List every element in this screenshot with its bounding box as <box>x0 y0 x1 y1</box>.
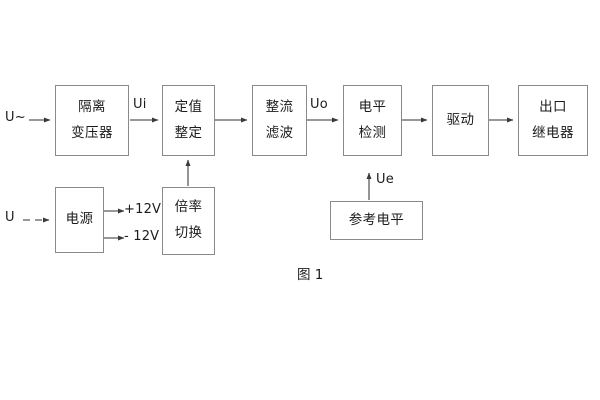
block-reference-level[interactable]: 参考电平 <box>330 201 423 240</box>
block-isolation-transformer[interactable]: 隔离 变压器 <box>55 85 129 156</box>
block-rectify-filter[interactable]: 整流 滤波 <box>252 85 307 156</box>
block-setting-value[interactable]: 定值 整定 <box>162 85 215 156</box>
block-output-relay-line1: 出口 <box>539 98 567 115</box>
block-setting-value-line1: 定值 <box>174 98 203 115</box>
label-ui: Ui <box>133 97 147 112</box>
block-power-supply-line1: 电源 <box>65 211 94 228</box>
label-pos-12v: +12V <box>124 202 162 217</box>
label-neg-12v: - 12V <box>124 229 160 244</box>
label-uo: Uo <box>310 97 328 112</box>
block-level-detect-line2: 检测 <box>358 124 387 141</box>
label-input-dc: U <box>5 210 15 225</box>
block-isolation-transformer-line1: 隔离 <box>78 98 106 115</box>
label-ue: Ue <box>376 172 394 187</box>
label-input-ac: U~ <box>5 110 26 125</box>
block-multiplier-switch[interactable]: 倍率 切换 <box>162 187 215 255</box>
block-drive[interactable]: 驱动 <box>432 85 489 156</box>
block-multiplier-switch-line1: 倍率 <box>174 199 203 216</box>
block-drive-line1: 驱动 <box>446 111 475 128</box>
block-output-relay-line2: 继电器 <box>532 124 574 141</box>
block-output-relay[interactable]: 出口 继电器 <box>518 85 588 156</box>
block-reference-level-line1: 参考电平 <box>348 211 405 228</box>
block-rectify-filter-line1: 整流 <box>265 98 294 115</box>
block-level-detect[interactable]: 电平 检测 <box>343 85 402 156</box>
block-level-detect-line1: 电平 <box>358 98 387 115</box>
figure-caption: 图 1 <box>297 267 324 283</box>
block-rectify-filter-line2: 滤波 <box>265 124 294 141</box>
block-multiplier-switch-line2: 切换 <box>174 225 203 241</box>
block-isolation-transformer-line2: 变压器 <box>71 124 113 141</box>
block-setting-value-line2: 整定 <box>174 124 203 141</box>
block-power-supply[interactable]: 电源 <box>55 187 104 253</box>
